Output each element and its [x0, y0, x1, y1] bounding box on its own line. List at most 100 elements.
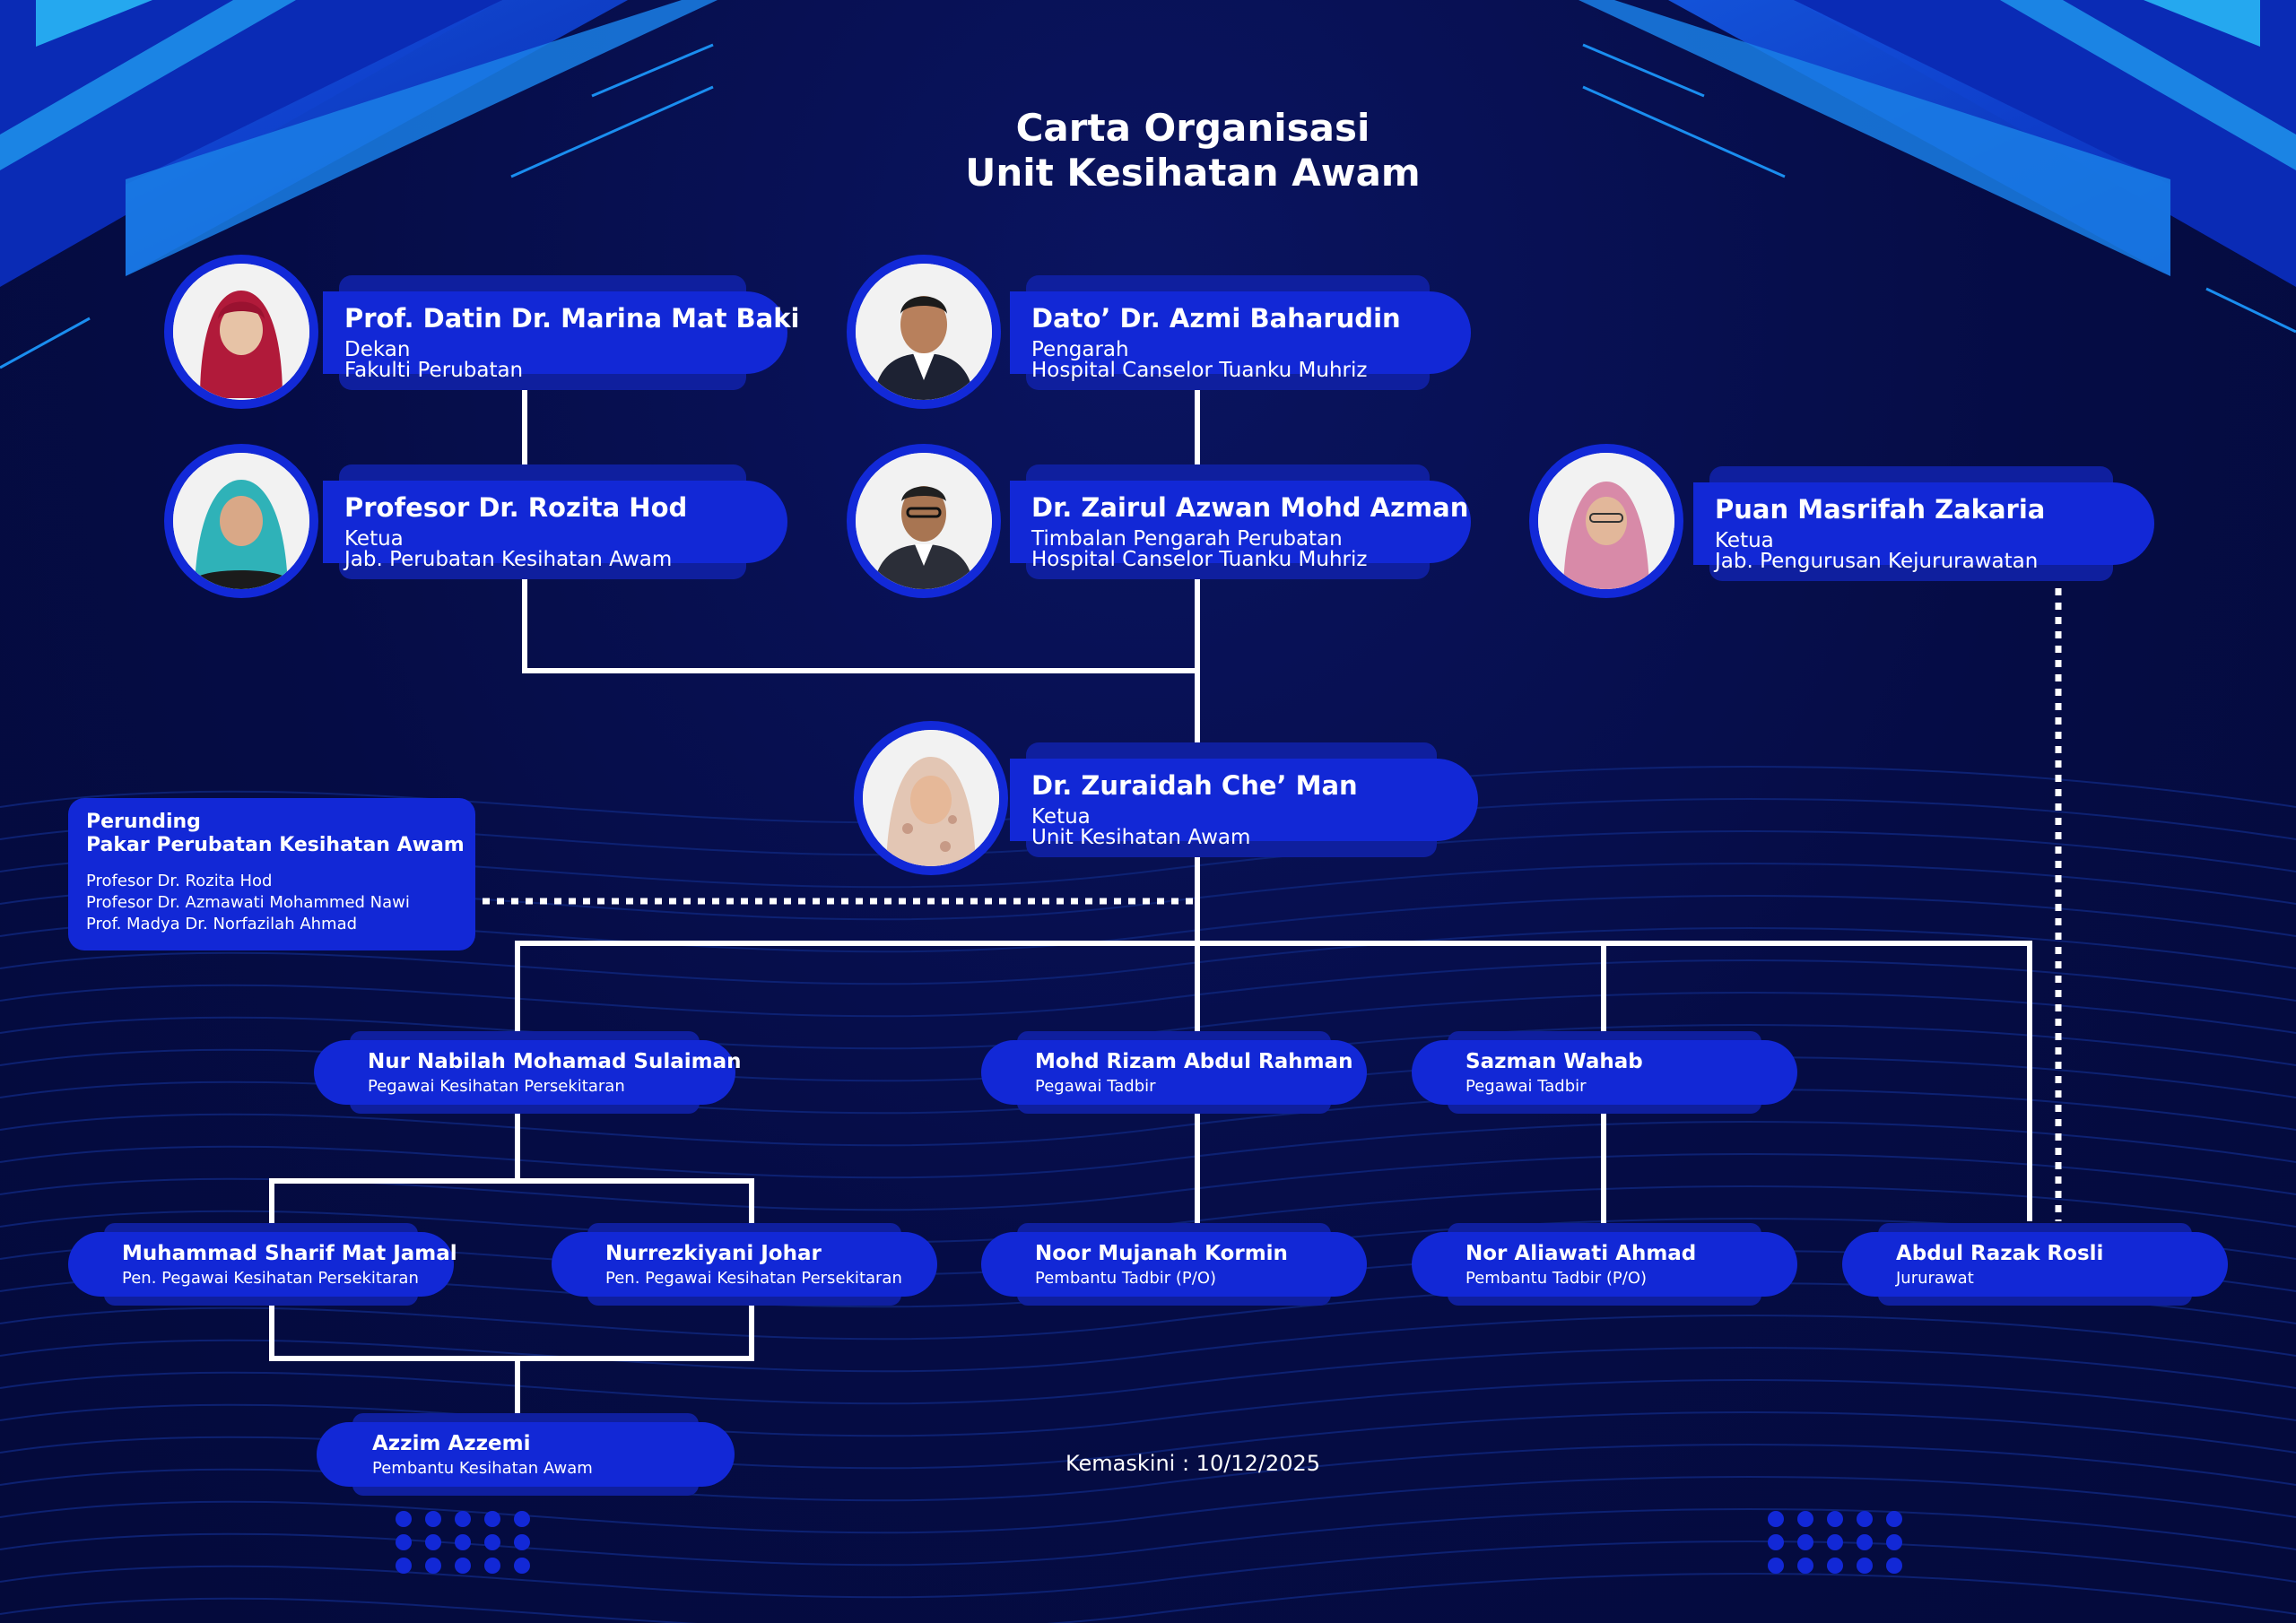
decorative-dot [1857, 1534, 1873, 1550]
background-wave [0, 927, 2296, 985]
staff-card-rizam: Mohd Rizam Abdul Rahman Pegawai Tadbir [981, 1031, 1367, 1114]
background-wave [0, 1508, 2296, 1567]
title-line-1: Carta Organisasi [1015, 106, 1370, 150]
background-wave [0, 1089, 2296, 1147]
leader-card-zuraidah: Dr. Zuraidah Che’ Man Ketua Unit Kesihat… [1010, 742, 1478, 857]
background-wave [0, 1315, 2296, 1373]
staff-role: Pembantu Tadbir (P/O) [1035, 1269, 1217, 1288]
person-photo-icon [173, 264, 309, 400]
leader-photo-azmi [847, 255, 1001, 409]
consultant-member: Profesor Dr. Rozita Hod [86, 872, 273, 890]
person-photo-icon [856, 453, 992, 589]
staff-name: Nur Nabilah Mohamad Sulaiman [368, 1050, 742, 1073]
staff-card-azzim: Azzim Azzemi Pembantu Kesihatan Awam [317, 1413, 735, 1496]
staff-name: Mohd Rizam Abdul Rahman [1035, 1050, 1353, 1073]
decorative-dot [455, 1511, 471, 1527]
leader-position: Ketua [1031, 805, 1091, 829]
decorative-dot [1857, 1511, 1873, 1527]
staff-card-mujanah: Noor Mujanah Kormin Pembantu Tadbir (P/O… [981, 1223, 1367, 1306]
staff-card-nabilah: Nur Nabilah Mohamad Sulaiman Pegawai Kes… [314, 1031, 742, 1114]
decorative-dot [484, 1534, 500, 1550]
title-line-2: Unit Kesihatan Awam [965, 151, 1421, 195]
staff-name: Noor Mujanah Kormin [1035, 1242, 1288, 1265]
leader-position: Ketua [344, 527, 404, 551]
decorative-dot [425, 1534, 441, 1550]
decorative-dot [425, 1511, 441, 1527]
leader-card-zairul: Dr. Zairul Azwan Mohd Azman Timbalan Pen… [1010, 464, 1471, 579]
person-photo-icon [856, 264, 992, 400]
consultants-box: Perunding Pakar Perubatan Kesihatan Awam… [68, 798, 475, 950]
staff-card-sazman: Sazman Wahab Pegawai Tadbir [1412, 1031, 1797, 1114]
decorative-dot [1827, 1558, 1843, 1574]
staff-role: Pegawai Kesihatan Persekitaran [368, 1077, 625, 1096]
leader-photo-rozita [164, 444, 318, 598]
decorative-dot [514, 1511, 530, 1527]
decorative-dot [396, 1534, 412, 1550]
leader-position: Pengarah [1031, 338, 1129, 361]
background-wave [0, 1476, 2296, 1534]
staff-name: Muhammad Sharif Mat Jamal [122, 1242, 457, 1265]
staff-name: Abdul Razak Rosli [1896, 1242, 2104, 1265]
background-wave [0, 1121, 2296, 1179]
staff-name: Azzim Azzemi [372, 1432, 531, 1455]
leader-photo-zuraidah [854, 721, 1008, 875]
leader-department: Hospital Canselor Tuanku Muhriz [1031, 359, 1368, 382]
consultant-member: Prof. Madya Dr. Norfazilah Ahmad [86, 915, 358, 933]
leader-card-rozita: Profesor Dr. Rozita Hod Ketua Jab. Perub… [323, 464, 787, 579]
decorative-dot [1857, 1558, 1873, 1574]
decorative-dot [1768, 1534, 1784, 1550]
person-photo-icon [173, 453, 309, 589]
background-wave [0, 959, 2296, 1018]
person-photo-icon [1538, 453, 1674, 589]
decorative-dot [1886, 1558, 1902, 1574]
decorative-dot [514, 1558, 530, 1574]
staff-card-nurrezkiyani: Nurrezkiyani Johar Pen. Pegawai Kesihata… [552, 1223, 937, 1306]
staff-role: Pen. Pegawai Kesihatan Persekitaran [122, 1269, 419, 1288]
staff-name: Nor Aliawati Ahmad [1465, 1242, 1697, 1265]
leader-name: Dato’ Dr. Azmi Baharudin [1031, 303, 1401, 334]
staff-role: Pegawai Tadbir [1035, 1077, 1156, 1096]
decorative-dot [455, 1558, 471, 1574]
leader-department: Hospital Canselor Tuanku Muhriz [1031, 548, 1368, 571]
leader-department: Jab. Perubatan Kesihatan Awam [344, 548, 673, 571]
staff-role: Pembantu Tadbir (P/O) [1465, 1269, 1648, 1288]
leader-name: Dr. Zairul Azwan Mohd Azman [1031, 492, 1469, 523]
background-wave [0, 1379, 2296, 1437]
leader-position: Dekan [344, 338, 411, 361]
consultants-title: Perunding [86, 811, 201, 833]
staff-role: Jururawat [1896, 1269, 1974, 1288]
decorative-dot [1797, 1558, 1813, 1574]
staff-name: Nurrezkiyani Johar [605, 1242, 822, 1265]
leader-name: Profesor Dr. Rozita Hod [344, 492, 688, 523]
decorative-dot [1768, 1558, 1784, 1574]
staff-card-sharif: Muhammad Sharif Mat Jamal Pen. Pegawai K… [68, 1223, 457, 1306]
staff-role: Pen. Pegawai Kesihatan Persekitaran [605, 1269, 902, 1288]
decorative-dot [1797, 1534, 1813, 1550]
decorative-dot [484, 1511, 500, 1527]
decorative-dot [1886, 1534, 1902, 1550]
staff-card-razak: Abdul Razak Rosli Jururawat [1842, 1223, 2228, 1306]
consultants-subtitle: Pakar Perubatan Kesihatan Awam [86, 834, 465, 856]
leader-photo-marina [164, 255, 318, 409]
leader-card-azmi: Dato’ Dr. Azmi Baharudin Pengarah Hospit… [1010, 275, 1471, 390]
leader-position: Ketua [1715, 529, 1774, 552]
consultant-member: Profesor Dr. Azmawati Mohammed Nawi [86, 893, 410, 912]
decorative-dot [1797, 1511, 1813, 1527]
chart-title: Carta Organisasi Unit Kesihatan Awam [789, 106, 1596, 195]
leader-department: Unit Kesihatan Awam [1031, 826, 1251, 849]
decorative-dot [455, 1534, 471, 1550]
background-wave [0, 1541, 2296, 1599]
background-wave [0, 1347, 2296, 1405]
decorative-dot [1827, 1511, 1843, 1527]
decorative-dot [1827, 1534, 1843, 1550]
leader-photo-zairul [847, 444, 1001, 598]
leader-name: Dr. Zuraidah Che’ Man [1031, 770, 1358, 801]
staff-name: Sazman Wahab [1465, 1050, 1643, 1073]
decorative-dot [396, 1558, 412, 1574]
leader-position: Timbalan Pengarah Perubatan [1031, 527, 1343, 551]
leader-card-masrifah: Puan Masrifah Zakaria Ketua Jab. Penguru… [1693, 466, 2154, 581]
staff-card-aliawati: Nor Aliawati Ahmad Pembantu Tadbir (P/O) [1412, 1223, 1797, 1306]
